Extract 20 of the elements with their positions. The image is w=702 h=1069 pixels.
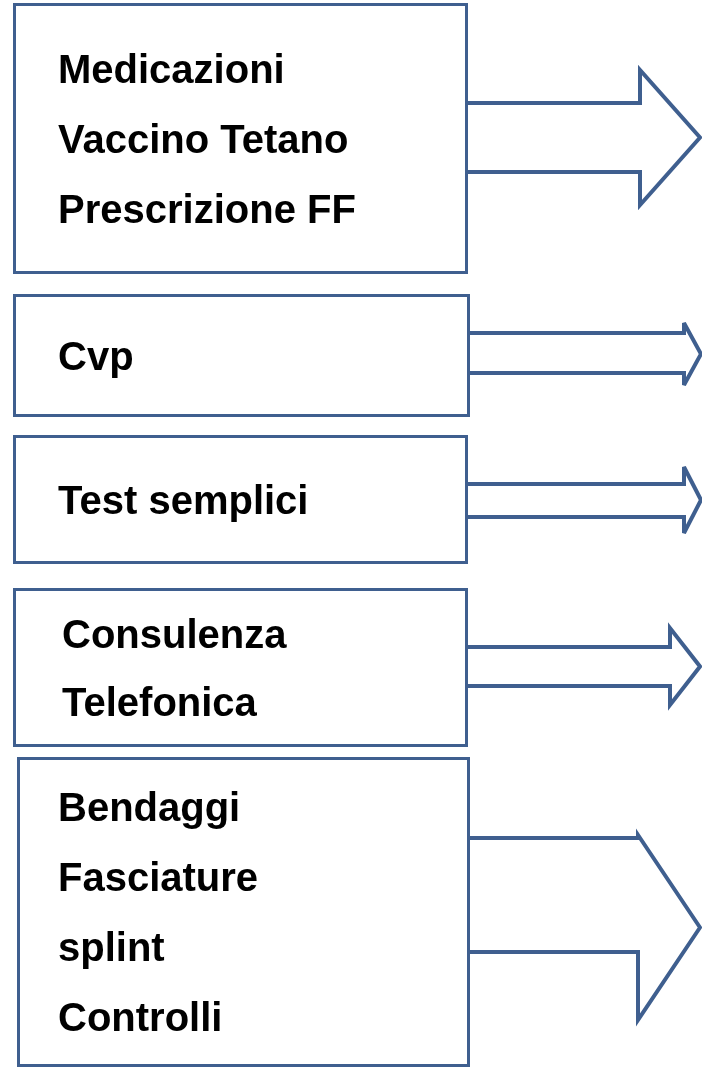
box-label: Fasciature [58, 854, 260, 901]
box-label: Consulenza Telefonica [62, 610, 288, 726]
box-label: Controlli [58, 994, 224, 1041]
block-arrow [465, 622, 702, 711]
block-arrow [465, 64, 702, 211]
text-box [13, 294, 470, 417]
box-label: Bendaggi [58, 784, 242, 831]
box-label: Test semplici [58, 476, 310, 524]
box-label: splint [58, 924, 166, 971]
box-label: Medicazioni [58, 45, 286, 93]
box-label: Vaccino Tetano [58, 115, 350, 163]
text-box [13, 3, 468, 274]
block-arrow [467, 321, 702, 387]
block-arrow [467, 828, 702, 1027]
block-arrow [465, 465, 702, 535]
text-box [13, 435, 468, 564]
text-box [17, 757, 470, 1067]
box-label: Cvp [58, 332, 135, 380]
box-label: Prescrizione FF [58, 185, 357, 233]
text-box [13, 588, 468, 747]
